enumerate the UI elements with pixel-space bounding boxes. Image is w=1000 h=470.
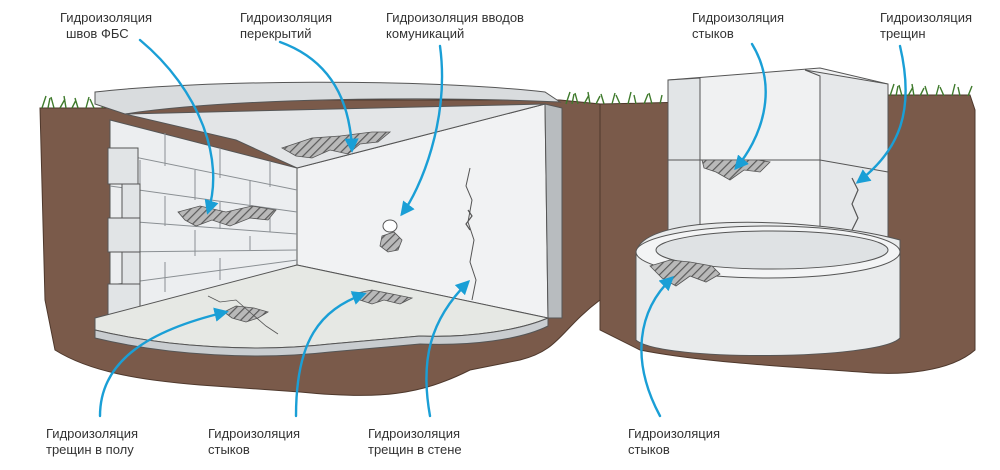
label-line: стыков — [628, 442, 670, 457]
arrow-joints-right — [640, 276, 675, 418]
label-line: комуникаций — [386, 26, 465, 41]
label-line: трещин в стене — [368, 442, 462, 457]
well-crack — [851, 177, 859, 231]
arrow-joints-top — [734, 42, 767, 171]
label-line: швов ФБС — [66, 26, 129, 41]
damage-utility — [379, 231, 403, 253]
label-joints-right: Гидроизоляция стыков — [628, 426, 720, 458]
damage-fbs — [177, 205, 277, 227]
label-utility: Гидроизоляция вводов комуникаций — [386, 10, 524, 42]
ceiling-slab — [94, 81, 562, 115]
label-line: Гидроизоляция — [368, 426, 461, 441]
arrow-wall-cracks — [425, 279, 471, 418]
label-line: трещин в полу — [46, 442, 134, 457]
label-line: стыков — [692, 26, 734, 41]
block-ends — [107, 147, 141, 319]
label-line: Гидроизоляция — [46, 426, 139, 441]
arrow-fbs — [138, 38, 219, 215]
label-fbs-seams: Гидроизоляция швов ФБС — [60, 10, 152, 42]
label-ceilings: Гидроизоляция перекрытий — [240, 10, 332, 42]
well-ring-inner — [655, 230, 889, 270]
label-floor-cracks: Гидроизоляция трещин в полу — [46, 426, 138, 458]
label-line: перекрытий — [240, 26, 312, 41]
label-wall-cracks: Гидроизоляция трещин в стене — [368, 426, 462, 458]
label-line: Гидроизоляция — [628, 426, 721, 441]
label-line: стыков — [208, 442, 250, 457]
utility-pipe — [382, 219, 398, 233]
label-line: Гидроизоляция — [208, 426, 301, 441]
grass — [41, 83, 973, 109]
label-joints-mid: Гидроизоляция стыков — [208, 426, 300, 458]
arrow-joints-mid — [294, 291, 367, 418]
arrow-utility — [400, 44, 444, 217]
label-line: Гидроизоляция — [240, 10, 333, 25]
label-cracks-top: Гидроизоляция трещин — [880, 10, 972, 42]
label-line: трещин — [880, 26, 926, 41]
arrow-cracks-top — [855, 44, 907, 184]
label-line: Гидроизоляция вводов — [386, 10, 524, 25]
floor-edge — [94, 317, 549, 357]
damage-ceiling — [281, 131, 392, 159]
label-line: Гидроизоляция — [692, 10, 785, 25]
arrow-floor — [98, 307, 229, 418]
pointer-arrows — [98, 38, 907, 418]
wall-crack — [465, 167, 477, 301]
label-joints-top: Гидроизоляция стыков — [692, 10, 784, 42]
label-line: Гидроизоляция — [880, 10, 973, 25]
floor-crack — [207, 295, 279, 335]
label-line: Гидроизоляция — [60, 10, 153, 25]
arrow-ceiling — [278, 40, 359, 153]
back-wall-edge — [544, 103, 563, 319]
